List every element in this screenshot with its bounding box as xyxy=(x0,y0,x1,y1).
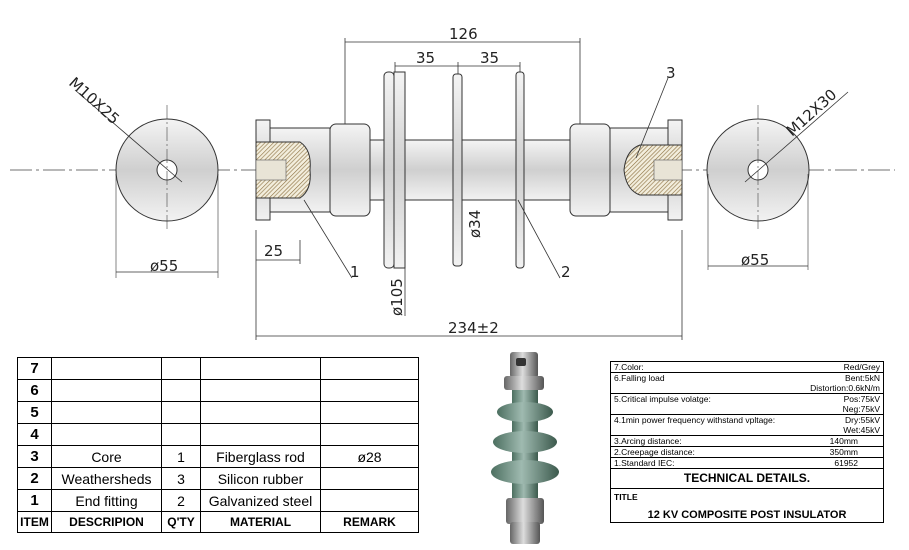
bom-cell-material xyxy=(200,357,321,380)
bom-header-desc: DESCRIPION xyxy=(51,511,162,533)
bom-cell-remark xyxy=(320,357,419,380)
bom-cell-material xyxy=(200,379,321,402)
insulator-side-view xyxy=(255,71,683,269)
callout-2: 2 xyxy=(561,263,571,281)
dia-left-label: ø55 xyxy=(150,257,178,275)
bom-cell-remark xyxy=(320,379,419,402)
bom-cell-material: Silicon rubber xyxy=(200,467,321,490)
bom-cell-desc: End fitting xyxy=(51,489,162,512)
title-label: TITLE xyxy=(614,492,638,502)
insulator-photo xyxy=(491,352,559,544)
dim-shed-dia: ø105 xyxy=(388,278,406,316)
bom-cell-qty: 2 xyxy=(161,489,201,512)
bom-cell-qty xyxy=(161,401,201,424)
bom-row: 6 xyxy=(17,379,419,402)
thread-left-label: M10X25 xyxy=(65,74,123,128)
right-end-view: M12X30 ø55 xyxy=(706,86,849,270)
bom-row: 4 xyxy=(17,423,419,446)
dimension-lines xyxy=(255,38,683,340)
bom-cell-material: Galvanized steel xyxy=(200,489,321,512)
left-end-view: M10X25 ø55 xyxy=(65,74,219,278)
tech-heading: TECHNICAL DETAILS. xyxy=(611,469,883,489)
bom-cell-item: 3 xyxy=(17,445,52,468)
tech-row-standard: 1.Standard IEC:61952 xyxy=(611,458,883,469)
bom-header-material: MATERIAL xyxy=(200,511,321,533)
dim-fitting-25: 25 xyxy=(264,242,283,260)
bom-header-qty: Q'TY xyxy=(161,511,201,533)
thread-right-label: M12X30 xyxy=(783,86,841,140)
technical-drawing: M10X25 ø55 M12X30 ø55 xyxy=(10,25,895,340)
tech-row-creepage: 2.Creepage distance:350mm xyxy=(611,447,883,458)
bom-cell-item: 2 xyxy=(17,467,52,490)
bom-cell-item: 7 xyxy=(17,357,52,380)
dia-right-label: ø55 xyxy=(741,251,769,269)
bom-cell-remark xyxy=(320,489,419,512)
bom-cell-desc xyxy=(51,401,162,424)
bom-header-item: ITEM xyxy=(17,511,52,533)
bom-cell-qty: 3 xyxy=(161,467,201,490)
bom-cell-material xyxy=(200,423,321,446)
tech-row-color: 7.Color:Red/Grey xyxy=(611,362,883,373)
bom-header-remark: REMARK xyxy=(320,511,419,533)
bom-cell-item: 6 xyxy=(17,379,52,402)
dim-pitch-right: 35 xyxy=(480,49,499,67)
bom-cell-desc xyxy=(51,357,162,380)
bom-cell-desc xyxy=(51,423,162,446)
dim-core-dia: ø34 xyxy=(466,210,484,238)
bom-row: 7 xyxy=(17,357,419,380)
bom-cell-qty xyxy=(161,423,201,446)
dim-overall-126: 126 xyxy=(449,25,478,43)
bom-cell-qty xyxy=(161,357,201,380)
bom-row: 5 xyxy=(17,401,419,424)
title-value: 12 KV COMPOSITE POST INSULATOR xyxy=(647,509,847,521)
tech-row-power-frequency: 4.1min power frequency withstand vpltage… xyxy=(611,415,883,436)
callout-3: 3 xyxy=(666,64,676,82)
bom-cell-remark xyxy=(320,401,419,424)
bom-cell-desc: Weathersheds xyxy=(51,467,162,490)
callout-1: 1 xyxy=(350,263,360,281)
bom-cell-material: Fiberglass rod xyxy=(200,445,321,468)
dim-total-length: 234±2 xyxy=(448,319,499,337)
bom-cell-item: 5 xyxy=(17,401,52,424)
bom-cell-remark xyxy=(320,423,419,446)
bom-cell-remark: ø28 xyxy=(320,445,419,468)
bom-cell-remark xyxy=(320,467,419,490)
bom-cell-item: 1 xyxy=(17,489,52,512)
bom-cell-qty: 1 xyxy=(161,445,201,468)
tech-row-arcing: 3.Arcing distance:140mm xyxy=(611,436,883,447)
bom-cell-desc: Core xyxy=(51,445,162,468)
bom-cell-material xyxy=(200,401,321,424)
bom-cell-item: 4 xyxy=(17,423,52,446)
bom-cell-desc xyxy=(51,379,162,402)
dim-pitch-left: 35 xyxy=(416,49,435,67)
bom-cell-qty xyxy=(161,379,201,402)
